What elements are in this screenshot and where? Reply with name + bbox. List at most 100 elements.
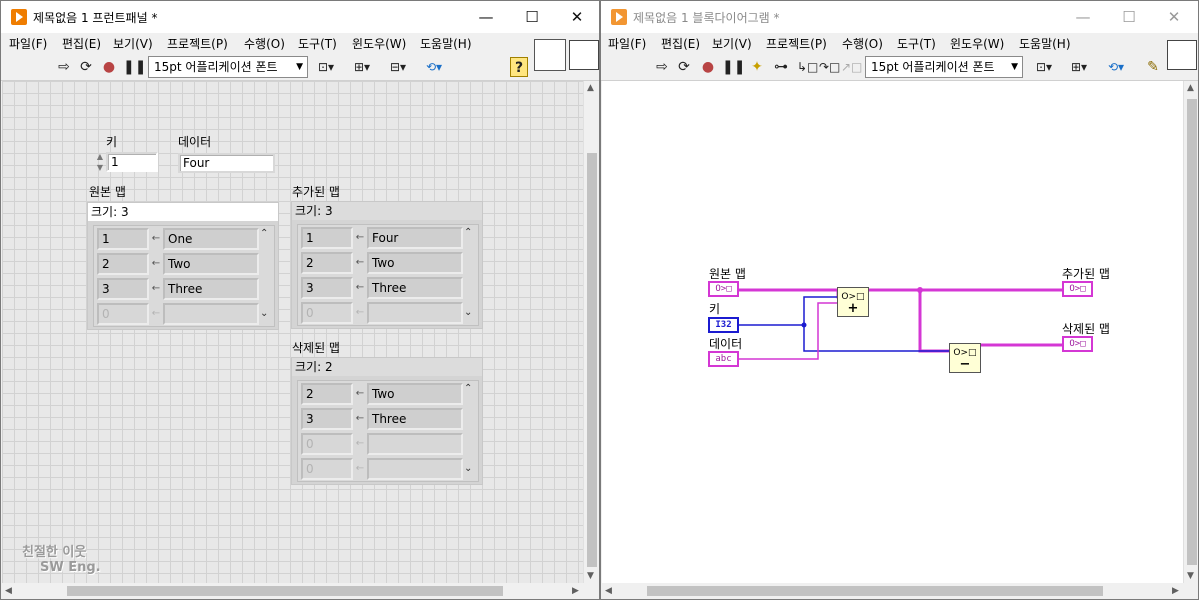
vertical-scrollbar[interactable]: ▲ ▼ (583, 81, 599, 583)
step-into-icon[interactable]: ↳□ (797, 60, 819, 74)
vertical-scrollbar[interactable]: ▲ ▼ (1183, 81, 1198, 583)
menu-window[interactable]: 윈도우(W) (950, 37, 1005, 51)
map-key[interactable]: 0 (97, 303, 149, 325)
block-diagram-canvas[interactable]: 원본 맵 O>□ 키 I32 데이터 abc O>□ + O>□ − 추가된 맵… (602, 81, 1183, 583)
vi-icon[interactable] (569, 40, 599, 70)
run-continuously-icon[interactable]: ⟳ (80, 59, 92, 75)
deleted-map-indicator[interactable]: 크기: 2 2 ← Two 3 ← Three 0 ← 0 (291, 357, 483, 485)
resize-objects-icon[interactable]: ⊟▾ (389, 60, 407, 74)
map-scrollbar[interactable]: ⌃ ⌄ (462, 381, 476, 481)
scroll-down-icon[interactable]: ⌄ (464, 463, 473, 474)
scroll-down-icon[interactable]: ⌄ (260, 308, 269, 319)
scroll-thumb[interactable] (67, 586, 503, 596)
scroll-up-icon[interactable]: ▲ (587, 83, 594, 93)
reorder-icon[interactable]: ⟲▾ (1107, 60, 1125, 74)
scroll-down-icon[interactable]: ▼ (1187, 571, 1194, 581)
align-objects-icon[interactable]: ⊡▾ (317, 60, 335, 74)
map-scrollbar[interactable]: ⌃ ⌄ (258, 226, 272, 326)
scroll-thumb[interactable] (647, 586, 1103, 596)
map-value[interactable]: Two (163, 253, 259, 275)
step-over-icon[interactable]: ↷□ (819, 60, 841, 74)
menu-help[interactable]: 도움말(H) (1019, 37, 1071, 51)
map-scrollbar[interactable]: ⌃ ⌄ (462, 225, 476, 325)
map-value[interactable]: Three (163, 278, 259, 300)
scroll-down-icon[interactable]: ⌄ (464, 307, 473, 318)
key-to-delete-wire[interactable] (803, 324, 951, 352)
font-selector[interactable]: 15pt 어플리케이션 폰트 ▼ (865, 56, 1023, 78)
insert-into-map-node[interactable]: O>□ + (837, 287, 869, 317)
menu-project[interactable]: 프로젝트(P) (167, 37, 228, 51)
menu-tools[interactable]: 도구(T) (897, 37, 936, 51)
menu-file[interactable]: 파일(F) (608, 37, 647, 51)
map-key[interactable]: 3 (97, 278, 149, 300)
maximize-button[interactable]: ☐ (1122, 8, 1136, 26)
step-out-icon[interactable]: ↗□ (841, 60, 863, 74)
menu-edit[interactable]: 편집(E) (62, 37, 102, 51)
increment-arrow-icon[interactable]: ▲ (96, 152, 104, 161)
original-map-terminal[interactable]: O>□ (708, 281, 739, 297)
deleted-map-terminal[interactable]: O>□ (1062, 336, 1093, 352)
run-continuously-icon[interactable]: ⟳ (678, 59, 690, 75)
added-map-indicator[interactable]: 크기: 3 1 ← Four 2 ← Two 3 ← Three (291, 201, 483, 329)
menu-operate[interactable]: 수행(O) (244, 37, 285, 51)
close-button[interactable]: ✕ (1167, 8, 1181, 26)
scroll-left-icon[interactable]: ◀ (5, 586, 12, 596)
run-arrow-icon[interactable]: ⇨ (58, 59, 70, 75)
scroll-down-icon[interactable]: ▼ (587, 571, 594, 581)
decrement-arrow-icon[interactable]: ▼ (96, 163, 104, 172)
data-terminal[interactable]: abc (708, 351, 739, 367)
scroll-right-icon[interactable]: ▶ (572, 586, 579, 596)
data-string-control[interactable]: Four (178, 153, 275, 173)
run-arrow-icon[interactable]: ⇨ (656, 59, 668, 75)
original-map-control[interactable]: 크기: 3 1 ← One 2 ← Two 3 ← Three (87, 202, 279, 330)
menu-window[interactable]: 윈도우(W) (352, 37, 407, 51)
clean-up-diagram-icon[interactable]: ✎ (1147, 59, 1159, 75)
scroll-thumb[interactable] (1187, 99, 1197, 565)
pause-icon[interactable]: ❚❚ (123, 59, 147, 75)
close-button[interactable]: ✕ (570, 8, 584, 26)
horizontal-scrollbar[interactable]: ◀ ▶ (2, 583, 583, 599)
scroll-thumb[interactable] (587, 153, 597, 567)
highlight-execution-icon[interactable]: ✦ (751, 59, 763, 75)
data-wire[interactable] (738, 302, 839, 360)
delete-from-map-node[interactable]: O>□ − (949, 343, 981, 373)
help-icon[interactable]: ? (510, 57, 528, 77)
abort-icon[interactable]: ● (701, 59, 715, 75)
distribute-objects-icon[interactable]: ⊞▾ (353, 60, 371, 74)
map-value[interactable]: One (163, 228, 259, 250)
map-key[interactable]: 2 (97, 253, 149, 275)
reorder-icon[interactable]: ⟲▾ (425, 60, 443, 74)
connector-pane-icon[interactable] (534, 39, 566, 71)
maximize-button[interactable]: ☐ (525, 8, 539, 26)
scroll-up-icon[interactable]: ⌃ (260, 228, 269, 239)
key-terminal[interactable]: I32 (708, 317, 739, 333)
original-map-wire[interactable] (737, 288, 840, 299)
menu-help[interactable]: 도움말(H) (420, 37, 472, 51)
font-selector[interactable]: 15pt 어플리케이션 폰트 ▼ (148, 56, 308, 78)
menu-view[interactable]: 보기(V) (113, 37, 153, 51)
map-value[interactable] (163, 303, 259, 325)
align-objects-icon[interactable]: ⊡▾ (1035, 60, 1053, 74)
title-bar[interactable]: 제목없음 1 프런트패널 * — ☐ ✕ (1, 1, 599, 33)
menu-file[interactable]: 파일(F) (9, 37, 48, 51)
title-bar[interactable]: 제목없음 1 블록다이어그램 * — ☐ ✕ (601, 1, 1198, 33)
key-to-insert-wire[interactable] (738, 296, 839, 326)
menu-operate[interactable]: 수행(O) (842, 37, 883, 51)
added-map-terminal[interactable]: O>□ (1062, 281, 1093, 297)
menu-project[interactable]: 프로젝트(P) (766, 37, 827, 51)
key-increment-decrement[interactable]: ▲ ▼ (94, 151, 106, 173)
menu-tools[interactable]: 도구(T) (298, 37, 337, 51)
added-map-to-delete-wire[interactable] (867, 288, 952, 353)
scroll-left-icon[interactable]: ◀ (605, 586, 612, 596)
menu-view[interactable]: 보기(V) (712, 37, 752, 51)
distribute-objects-icon[interactable]: ⊞▾ (1070, 60, 1088, 74)
horizontal-scrollbar[interactable]: ◀ ▶ (602, 583, 1183, 599)
scroll-up-icon[interactable]: ⌃ (464, 383, 473, 394)
vi-icon[interactable] (1167, 40, 1197, 70)
minimize-button[interactable]: — (478, 8, 494, 26)
minimize-button[interactable]: — (1075, 8, 1091, 26)
scroll-right-icon[interactable]: ▶ (1172, 586, 1179, 596)
abort-icon[interactable]: ● (102, 59, 116, 75)
menu-edit[interactable]: 편집(E) (661, 37, 701, 51)
retain-wire-values-icon[interactable]: ⊶ (774, 59, 788, 75)
